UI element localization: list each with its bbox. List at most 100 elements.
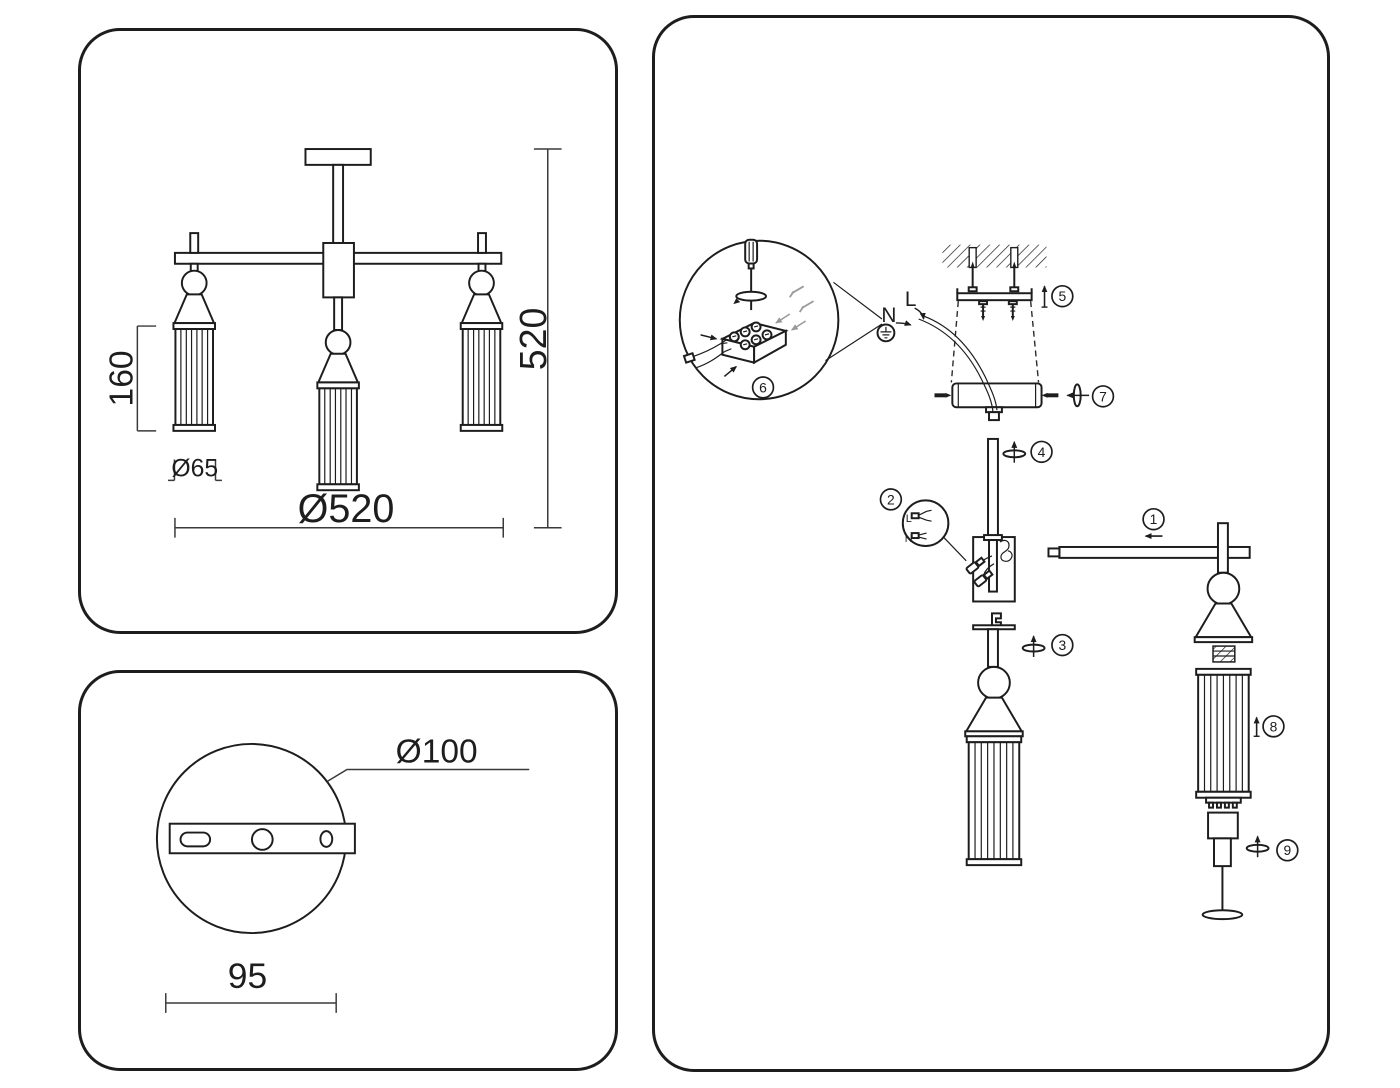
socket-sleeve: [1213, 837, 1232, 868]
terminal-block-icon: [719, 321, 789, 365]
neutral-arrow-icon: [895, 320, 912, 326]
assembly-panel: 5: [652, 15, 1330, 1072]
canopy-view-panel: Ø100 95: [78, 670, 618, 1071]
ceiling-plate: [304, 148, 372, 166]
chandelier-front-view: [172, 148, 504, 492]
step-badge-7: 7: [1091, 385, 1115, 408]
front-view-drawing: 160 Ø65 Ø520 520: [103, 148, 562, 538]
canopy-diameter-label: Ø100: [396, 734, 478, 771]
rod-inside-body: [988, 539, 998, 593]
rod-step: 4: [987, 437, 1053, 539]
connector-detail-callout: L N: [901, 499, 967, 562]
ribbed-shade: [1195, 667, 1252, 799]
shade-height-label: 160: [103, 350, 140, 406]
arm-post: [1216, 522, 1229, 574]
pendant-rod: [987, 628, 999, 668]
threaded-nipple: [1212, 645, 1236, 663]
canopy-step: 7: [934, 382, 1115, 422]
right-pendant-exploded: 8 9: [1193, 571, 1299, 921]
central-body-step: L N 2: [879, 488, 1016, 603]
coiled-wire: [999, 539, 1013, 562]
live-arrow-icon: [914, 307, 926, 320]
cable-nipple: [988, 411, 1000, 422]
wire-connector-icon: [910, 532, 927, 540]
dimension-canopy-diameter: Ø100: [326, 734, 530, 782]
screw-icon: [978, 300, 989, 321]
push-arrow-icon: [723, 365, 738, 378]
dimension-shade-diameter: Ø65: [168, 455, 222, 482]
rotate-arrow-icon: [1003, 442, 1025, 463]
screw-icon: [1009, 261, 1020, 293]
screw-icon: [1041, 392, 1059, 398]
svg-text:4: 4: [1038, 444, 1046, 460]
svg-text:2: 2: [887, 491, 895, 507]
mains-cable: [918, 315, 998, 413]
dimension-hole-spacing: 95: [165, 956, 337, 1013]
lamp-socket: [1207, 811, 1239, 840]
step-badge-4: 4: [1030, 440, 1053, 464]
detail-live-label: L: [906, 513, 912, 525]
rotate-arrow-icon: [1066, 383, 1090, 408]
right-lamp: [459, 269, 504, 432]
shade-diameter-label: Ø65: [171, 455, 218, 482]
step-badge-1: 1: [1142, 507, 1165, 531]
ribbed-shade: [965, 735, 1023, 867]
down-rod: [332, 163, 345, 245]
wire-connector-icon: [965, 556, 986, 575]
terminal-block-callout: 6: [678, 238, 883, 401]
threaded-rod: [987, 437, 999, 539]
shade-retainer-ring: [1205, 796, 1242, 809]
ball-and-cone: [1193, 571, 1254, 644]
wire-connector-icon: [910, 509, 932, 522]
live-label: L: [905, 288, 917, 311]
screw-icon: [967, 261, 978, 293]
center-lamp: [316, 329, 360, 492]
rotate-arrow-icon: [733, 290, 767, 305]
assembly-drawing: 5: [678, 238, 1299, 921]
slot-hole: [179, 831, 212, 848]
arm-step: 1: [1047, 507, 1251, 574]
neutral-label: N: [881, 304, 896, 327]
rotate-arrow-icon: [1023, 636, 1045, 657]
front-view-panel: 160 Ø65 Ø520 520: [78, 28, 618, 634]
dimension-fixture-diameter: Ø520: [174, 487, 504, 538]
mounting-bracket: [168, 822, 356, 855]
left-arm-post: [189, 232, 200, 254]
svg-text:7: 7: [1099, 388, 1107, 404]
up-arrow-icon: [1041, 285, 1048, 308]
step-badge-5: 5: [1051, 284, 1074, 308]
svg-text:5: 5: [1059, 288, 1067, 304]
screwdriver-icon: [744, 238, 759, 311]
svg-text:6: 6: [759, 379, 767, 395]
rotate-arrow-icon: [1247, 836, 1269, 857]
wires-into-block: [682, 339, 732, 369]
step-badge-3: 3: [1051, 633, 1074, 657]
left-pendant-step: 3: [964, 612, 1074, 867]
right-arm-post: [477, 232, 487, 254]
svg-text:9: 9: [1283, 842, 1291, 858]
ground-icon: [876, 323, 896, 343]
canopy-body: [951, 382, 1043, 409]
wire-connector-icon: [973, 569, 994, 588]
mounting-bracket-step: 5: [950, 261, 1074, 383]
finial-disc: [1201, 909, 1244, 921]
push-arrow-icon: [700, 334, 718, 341]
detail-neutral-label: N: [905, 533, 913, 545]
screw-hole: [319, 830, 334, 848]
fixture-diameter-label: Ø520: [298, 487, 395, 531]
left-lamp: [172, 269, 216, 432]
ball-and-cone: [964, 665, 1024, 738]
step-badge-2: 2: [879, 488, 903, 511]
step-badge-6: 6: [751, 376, 775, 399]
ceiling-hatch: [942, 244, 1047, 269]
dimension-shade-height: 160: [103, 325, 157, 432]
svg-text:1: 1: [1150, 511, 1158, 527]
arm-end-cap: [1047, 547, 1061, 558]
ceiling-bracket: [956, 292, 1033, 302]
step-badge-8: 8: [1262, 715, 1285, 738]
dimension-fixture-height: 520: [512, 148, 562, 529]
screw-icon: [934, 392, 952, 398]
up-arrow-icon: [1253, 716, 1260, 737]
fixture-height-label: 520: [512, 308, 554, 371]
